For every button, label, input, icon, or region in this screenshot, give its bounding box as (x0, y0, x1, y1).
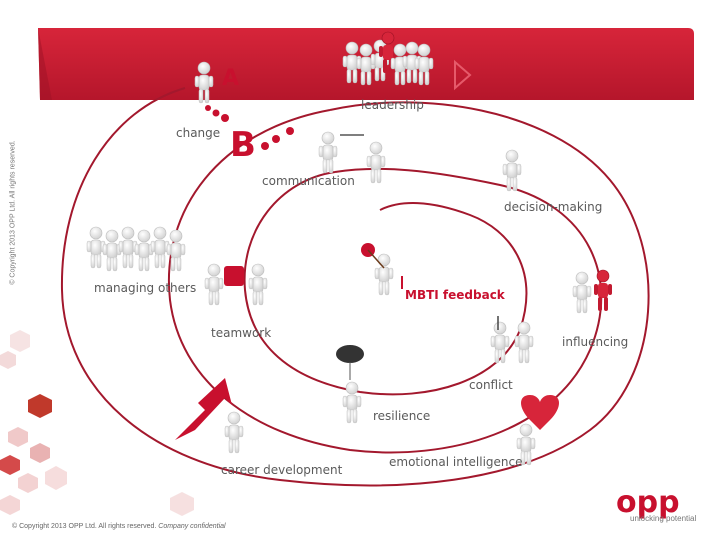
label-decision-making: decision-making (504, 200, 603, 214)
opp-logo: opp (616, 485, 680, 520)
label-communication: communication (262, 174, 355, 188)
footer-confidential: Company confidential (158, 523, 226, 530)
label-conflict: conflict (469, 378, 513, 392)
emotional-heart-icon (516, 395, 559, 466)
footer-copyright-text: © Copyright 2013 OPP Ltd. All rights res… (12, 523, 157, 530)
logo-tagline: unlocking potential (630, 514, 697, 523)
label-emotional-intelligence: emotional intelligence (389, 455, 523, 469)
label-resilience: resilience (373, 409, 431, 423)
conflict-figures (490, 316, 534, 364)
label-leadership: leadership (361, 98, 424, 112)
svg-text:A: A (222, 66, 239, 91)
label-change: change (176, 126, 221, 140)
communication-figures (318, 131, 386, 184)
teamwork-puzzle-figures (204, 263, 268, 306)
label-influencing: influencing (562, 335, 629, 349)
change-dots (205, 105, 294, 150)
letter-a-icon: A (222, 66, 239, 91)
letter-b-icon: B (230, 125, 256, 165)
label-career-development: career development (221, 463, 343, 477)
svg-text:opp: opp (616, 485, 680, 520)
label-mbti-feedback: MBTI feedback (405, 288, 505, 302)
influencing-figures (572, 269, 613, 314)
decision-making-figure (502, 149, 522, 192)
svg-text:B: B (230, 125, 256, 165)
hexagon-decoration-left (0, 330, 194, 516)
footer-copyright: © Copyright 2013 OPP Ltd. All rights res… (12, 523, 226, 530)
copyright-vertical: © Copyright 2013 OPP Ltd. All rights res… (9, 140, 17, 285)
resilience-figure (336, 345, 364, 424)
career-arrow-icon (175, 378, 244, 454)
label-managing-others: managing others (94, 281, 197, 295)
label-teamwork: teamwork (211, 326, 272, 340)
mbti-figure (361, 243, 394, 296)
